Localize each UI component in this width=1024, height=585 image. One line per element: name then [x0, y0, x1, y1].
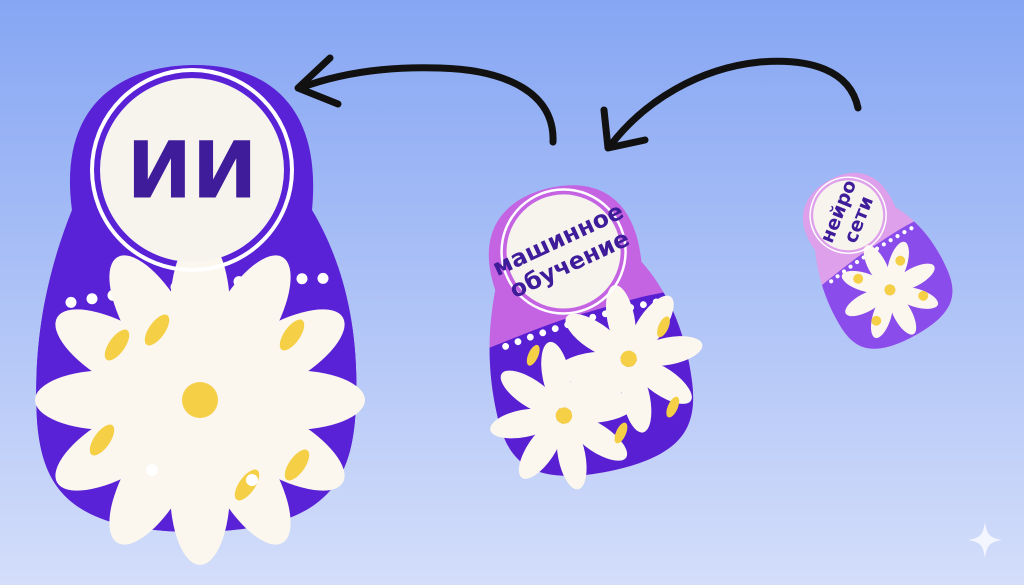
- flower: [841, 241, 939, 339]
- bead-dot: [888, 238, 893, 243]
- bead-dot: [902, 230, 907, 235]
- accent-drop: [526, 344, 540, 366]
- petal: [889, 293, 917, 335]
- bead-dot: [639, 301, 647, 309]
- petal: [109, 411, 201, 545]
- bead-dot: [502, 342, 510, 350]
- petal: [568, 416, 628, 461]
- petal: [199, 255, 291, 389]
- face-circle: [100, 78, 284, 262]
- bead-dot: [65, 296, 77, 308]
- petal: [894, 286, 939, 309]
- flower-center: [620, 350, 637, 368]
- accent-dot: [918, 290, 929, 301]
- petal: [863, 245, 891, 287]
- petal: [565, 313, 625, 359]
- bead-dot: [848, 264, 853, 269]
- flower: [554, 285, 703, 433]
- bead-dot: [296, 273, 308, 285]
- petal: [845, 289, 887, 317]
- petal: [554, 351, 623, 382]
- bead-dot: [514, 338, 522, 346]
- accent-drop: [104, 329, 130, 361]
- flower-center: [884, 284, 896, 296]
- petal: [621, 365, 652, 433]
- flower: [35, 235, 365, 565]
- doll-ai: ИИ: [35, 65, 365, 565]
- bead-dot: [909, 226, 914, 231]
- bead-dot: [881, 242, 886, 247]
- face-ring: [500, 188, 627, 315]
- petal: [893, 263, 935, 291]
- bead-dot: [86, 293, 98, 305]
- sparkle-icon: [968, 522, 1002, 558]
- accent-drop: [614, 422, 628, 444]
- accent-dot: [895, 255, 906, 266]
- accent-drop: [89, 424, 115, 456]
- doll-label: ИИ: [127, 126, 258, 216]
- doll-machine-learning: машинноеобучение: [461, 185, 707, 491]
- petal: [633, 359, 692, 404]
- petal: [211, 399, 345, 491]
- accent-drop: [284, 449, 310, 481]
- flower-center: [182, 382, 218, 418]
- accent-drop: [279, 319, 305, 351]
- petal: [841, 270, 886, 293]
- accent-dot: [853, 273, 864, 284]
- arrow-nn-to-ml: [600, 57, 862, 152]
- bead-dot: [854, 259, 860, 265]
- bead-dot: [835, 274, 840, 279]
- doll-neural-networks: нейросети: [803, 172, 968, 365]
- petal: [556, 422, 587, 490]
- bead-dot: [526, 333, 534, 341]
- bead-dot: [539, 329, 547, 337]
- doll-label-line: ИИ: [127, 126, 258, 216]
- accent-drop: [144, 314, 170, 346]
- face-ring: [809, 176, 887, 255]
- petal: [635, 336, 703, 366]
- arrow-ml-to-ai: [294, 54, 557, 146]
- face-ring: [90, 68, 294, 272]
- petal: [629, 295, 674, 355]
- bead-dot: [895, 234, 900, 239]
- bead-dot: [829, 279, 834, 284]
- flower-center: [555, 407, 573, 424]
- petal: [55, 309, 189, 401]
- bead-dot: [551, 325, 559, 333]
- accent-drop: [666, 396, 680, 418]
- bead-dot: [317, 272, 329, 284]
- petal: [500, 370, 560, 415]
- petal: [518, 420, 564, 479]
- petal: [870, 294, 893, 339]
- petal: [583, 363, 628, 423]
- white-dot: [246, 474, 258, 486]
- face-circle: [813, 180, 884, 251]
- white-dot: [146, 464, 158, 476]
- accent-dot: [871, 315, 882, 326]
- accent-drop: [657, 316, 670, 338]
- face-circle: [506, 194, 621, 309]
- petal: [490, 408, 558, 439]
